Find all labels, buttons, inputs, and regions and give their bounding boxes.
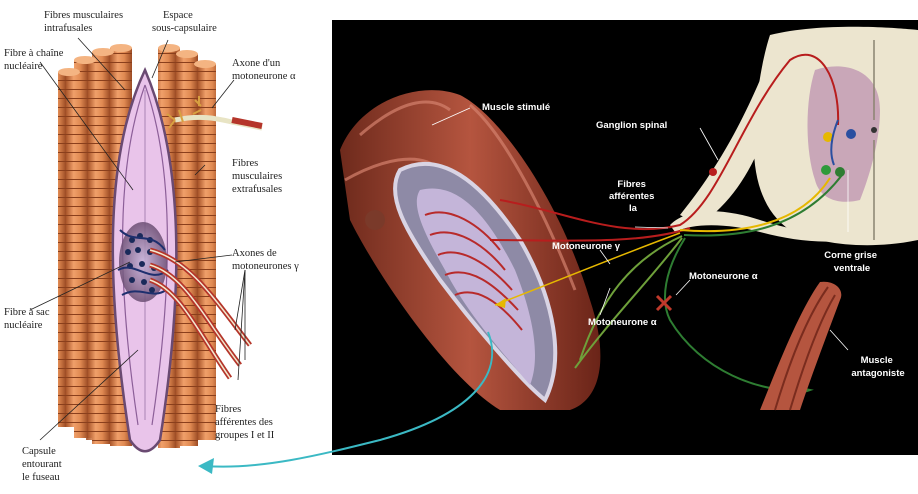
zoom-connector-arrow — [198, 331, 494, 474]
left-panel-illustration: Fibres musculaires intrafusales Espace s… — [4, 10, 299, 483]
antagonist-muscle — [760, 281, 842, 411]
right-panel-illustration: Muscle stimulé Ganglion spinal Fibres af… — [332, 20, 918, 455]
label-subcapsular: Espace sous-capsulaire — [152, 10, 217, 34]
spinal-cord — [753, 26, 918, 246]
label-spinal-ganglion: Ganglion spinal — [596, 120, 667, 131]
label-alpha-axon: Axone d'un motoneurone α — [232, 58, 296, 82]
label-nuclear-chain: Fibre à chaîne nucléaire — [4, 48, 66, 72]
label-alpha-motoneuron-bottom: Motoneurone α — [588, 317, 657, 328]
label-afferents: Fibres afférentes des groupes I et II — [215, 404, 275, 441]
label-afferent-fibers: Fibres afférentes Ia — [609, 179, 657, 214]
stimulated-muscle — [340, 90, 601, 411]
label-extrafusal: Fibres musculaires extrafusales — [232, 158, 285, 195]
label-intrafusal: Fibres musculaires intrafusales — [44, 10, 126, 34]
inhibition-cross-icon — [655, 294, 673, 312]
label-ventral-horn: Corne grise ventrale — [824, 250, 879, 274]
label-capsule: Capsule entourant le fuseau — [22, 446, 64, 483]
label-stimulated-muscle: Muscle stimulé — [482, 102, 550, 113]
label-nuclear-bag: Fibre à sac nucléaire — [4, 307, 52, 331]
left-leader-lines — [29, 37, 246, 441]
label-antagonist-muscle: Muscle antagoniste — [851, 355, 904, 379]
label-alpha-motoneuron-top: Motoneurone α — [689, 271, 758, 282]
label-gamma-motoneuron: Motoneurone γ — [552, 241, 621, 252]
gamma-and-afferent-axons — [149, 247, 252, 380]
label-gamma-axons: Axones de motoneurones γ — [232, 248, 299, 272]
nerve-pathways — [489, 53, 843, 397]
right-leader-lines — [431, 107, 849, 351]
alpha-axon — [166, 96, 263, 131]
